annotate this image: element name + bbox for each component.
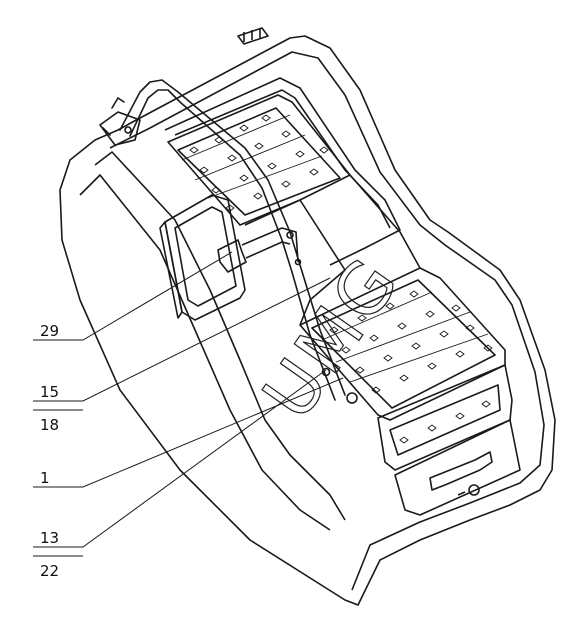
callout-labels: 29 15 18 1 13 22 [40,322,59,580]
callout-label-15: 15 [40,383,59,401]
cab-body [59,27,556,606]
callout-label-1: 1 [40,469,50,487]
side-mirror [159,194,302,321]
leader-29 [33,251,233,341]
callout-label-22: 22 [40,562,59,580]
callout-label-29: 29 [40,322,59,340]
callout-label-13: 13 [40,529,59,547]
callout-leaders [33,251,344,557]
leader-13 [33,369,327,548]
callout-label-18: 18 [40,416,59,434]
leader-15 [33,277,331,402]
leader-1 [33,377,344,488]
grab-handle-rail [99,79,358,404]
watermark-text: UMG [247,241,416,434]
